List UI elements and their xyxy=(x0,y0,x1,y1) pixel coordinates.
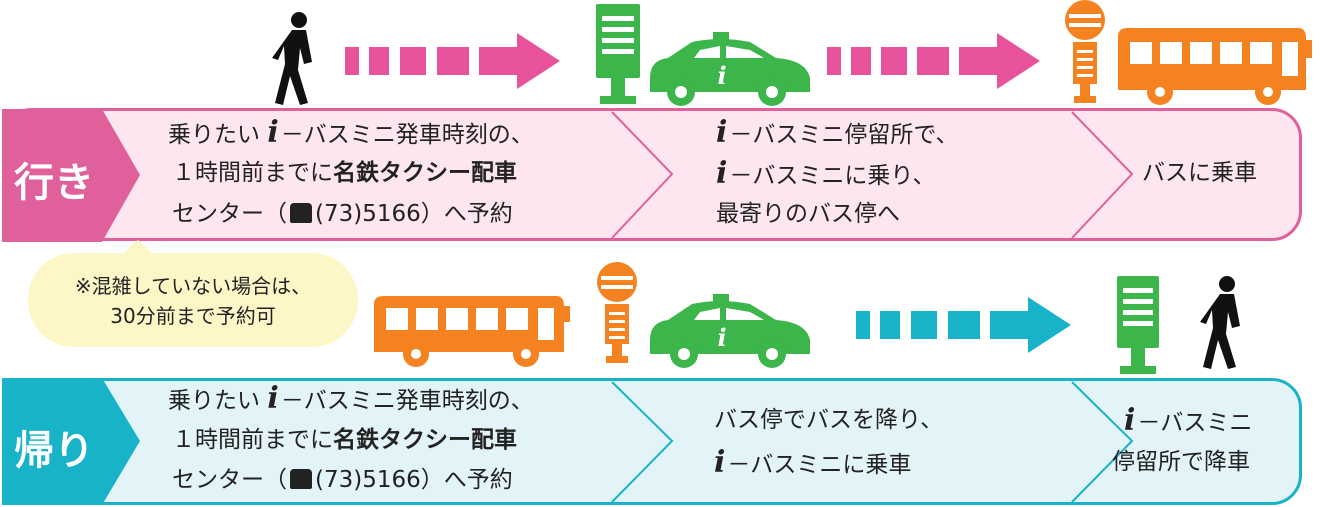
taxi-stop-sign-icon-back xyxy=(1117,276,1159,374)
taxi-icon-back: i xyxy=(650,294,810,368)
bus-icon-back xyxy=(374,296,570,367)
go-label: 行き xyxy=(14,160,94,206)
svg-text:i: i xyxy=(717,61,726,90)
back-step3-line1: i－バスミニ xyxy=(1124,403,1253,438)
i-bus-icon: i xyxy=(716,115,728,150)
arrow-go-1 xyxy=(345,33,560,89)
go-step2-line3: 最寄りのバス停へ xyxy=(716,201,900,227)
back-step2-line1: バス停でバスを降り、 xyxy=(714,407,944,433)
bus-stop-sign-icon xyxy=(1065,0,1105,103)
back-step2-line2: i－バスミニに乗車 xyxy=(714,445,912,480)
bus-icon xyxy=(1118,28,1312,105)
i-bus-icon: i xyxy=(267,115,279,150)
go-band xyxy=(2,108,1302,241)
back-band-dividers xyxy=(2,378,1134,505)
go-step2-line2: i－バスミニに乗り、 xyxy=(716,156,936,191)
i-bus-icon: i xyxy=(714,445,726,480)
back-step1-line1: 乗りたい i－バスミニ発車時刻の、 xyxy=(168,381,534,416)
note-pointer xyxy=(120,240,156,256)
arrow-back xyxy=(856,297,1071,353)
go-step3-line1: バスに乗車 xyxy=(1142,160,1257,186)
walking-person-icon-back xyxy=(1200,276,1240,369)
back-step3-line2: 停留所で降車 xyxy=(1112,449,1250,475)
i-bus-icon: i xyxy=(1124,403,1136,438)
walking-person-icon xyxy=(272,12,312,105)
go-band-dividers xyxy=(2,109,1134,242)
go-step1-line1: 乗りたい i－バスミニ発車時刻の、 xyxy=(168,115,534,150)
note-line1: ※混雑していない場合は、 xyxy=(74,274,312,298)
bus-stop-sign-icon-back xyxy=(597,262,637,363)
phone-icon xyxy=(290,203,312,223)
note-bubble: ※混雑していない場合は、 30分前まで予約可 xyxy=(28,253,358,347)
back-label: 帰り xyxy=(14,428,94,474)
note-line2: 30分前まで予約可 xyxy=(110,304,276,328)
taxi-icon: i xyxy=(650,32,810,106)
back-step1-line2: １時間前までに名鉄タクシー配車 xyxy=(172,427,517,453)
arrow-go-2 xyxy=(827,33,1040,89)
go-step1-line2: １時間前までに名鉄タクシー配車 xyxy=(172,160,517,186)
svg-text:i: i xyxy=(717,323,726,352)
phone-icon xyxy=(290,469,312,489)
taxi-stop-sign-icon xyxy=(596,4,640,104)
back-step1-line3: センター（(73)5166）へ予約 xyxy=(172,467,513,493)
i-bus-icon: i xyxy=(267,381,279,416)
go-step1-line3: センター（(73)5166）へ予約 xyxy=(172,201,513,227)
i-bus-icon: i xyxy=(716,156,728,191)
go-step2-line1: i－バスミニ停留所で、 xyxy=(716,115,959,150)
